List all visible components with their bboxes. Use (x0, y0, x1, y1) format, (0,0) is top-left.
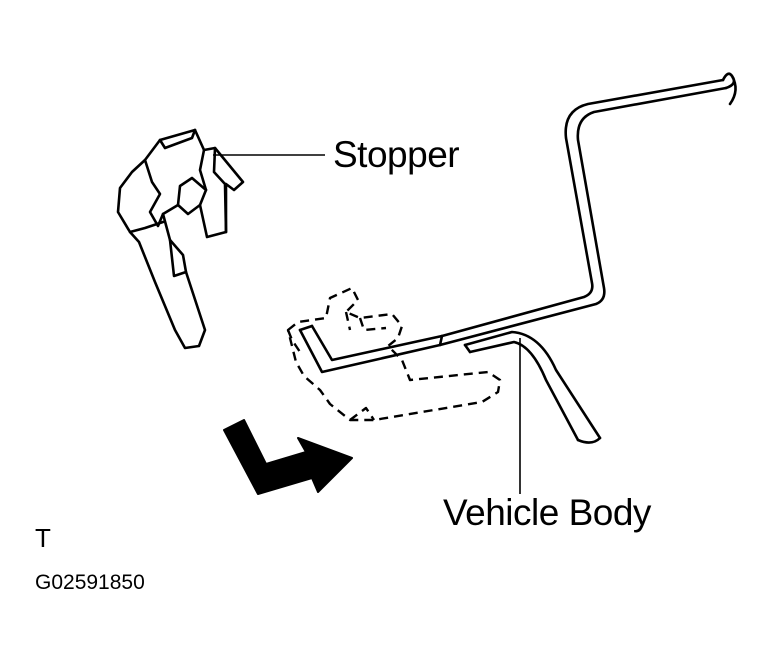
vehicle-body-label: Vehicle Body (443, 492, 651, 533)
vehicle-body-panel (298, 72, 737, 444)
figure-code-label: G02591850 (35, 571, 145, 594)
bent-arrow-icon (223, 419, 353, 495)
view-marker-label: T (35, 523, 51, 553)
stopper-installed-dashed (286, 286, 502, 422)
stopper-label: Stopper (333, 134, 460, 175)
stopper-part (116, 128, 245, 350)
